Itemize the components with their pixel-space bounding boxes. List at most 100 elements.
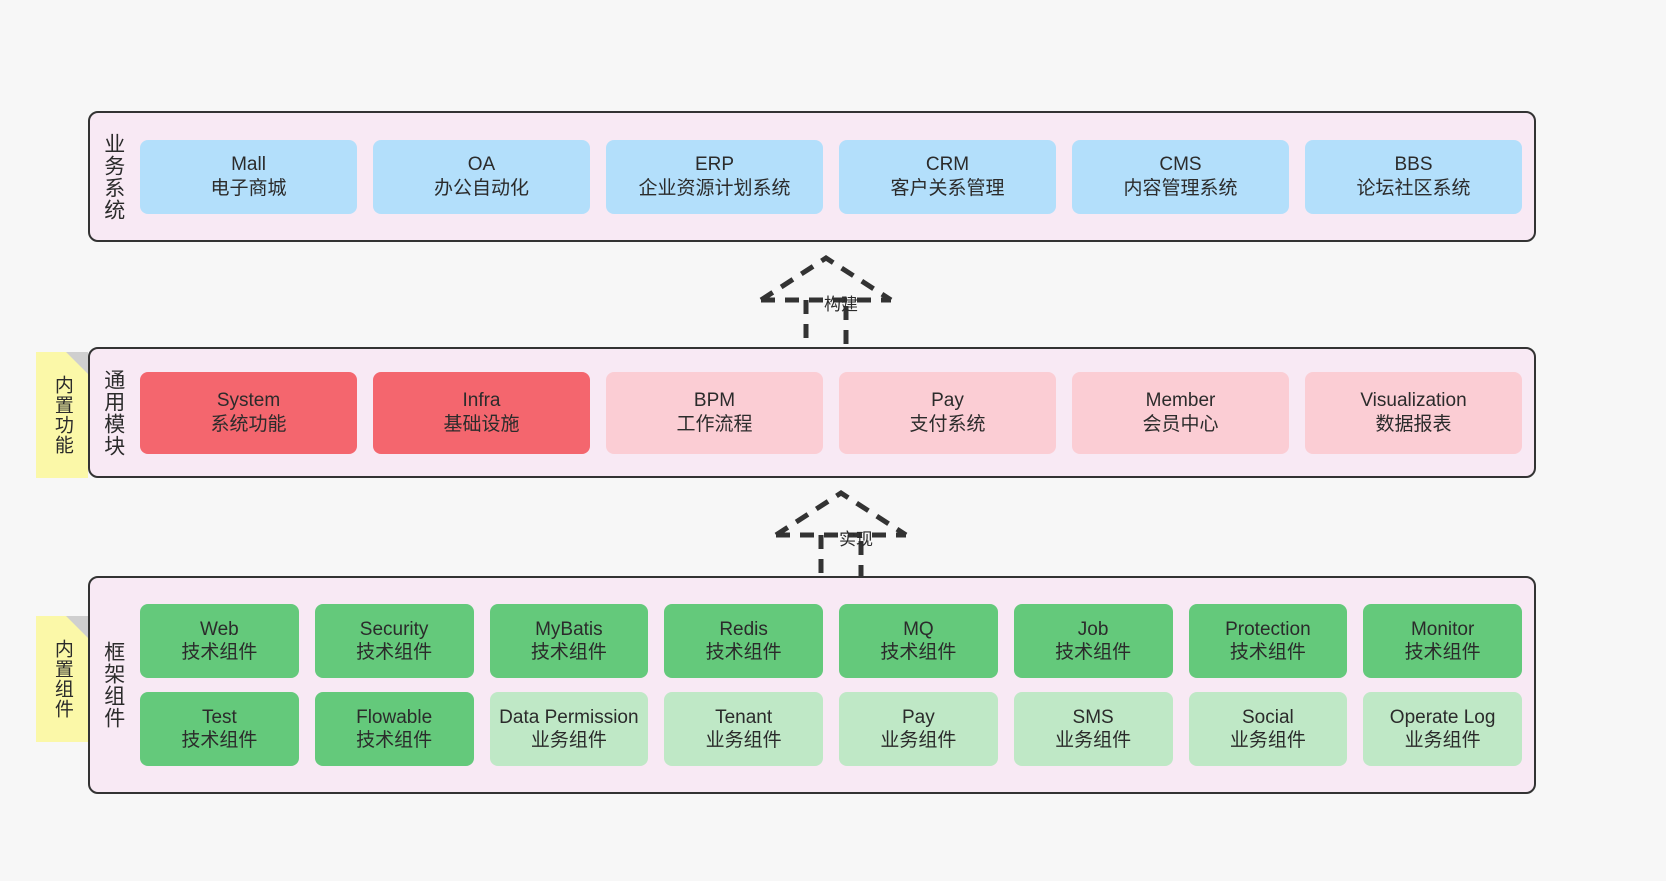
layer-framework-components-title: 框架组件 <box>101 641 125 729</box>
card-redis-cn: 技术组件 <box>705 642 782 663</box>
card-web-cn: 技术组件 <box>181 642 258 663</box>
framework-components-row-1: Web 技术组件 Security 技术组件 MyBatis 技术组件 Redi… <box>140 604 1522 678</box>
card-bbs-cn: 论坛社区系统 <box>1356 177 1471 199</box>
card-crm[interactable]: CRM 客户关系管理 <box>839 139 1056 214</box>
card-pay-component-en: Pay <box>902 706 935 728</box>
card-operate-log[interactable]: Operate Log 业务组件 <box>1363 692 1522 766</box>
card-tenant-cn: 业务组件 <box>705 730 782 751</box>
card-infra[interactable]: Infra 基础设施 <box>373 371 590 454</box>
card-pay-component[interactable]: Pay 业务组件 <box>839 692 998 766</box>
note-builtin-component: 内置组件 <box>36 616 88 742</box>
realize-arrow: 实现 <box>756 487 956 597</box>
card-cms-cn: 内容管理系统 <box>1123 177 1238 199</box>
card-mall[interactable]: Mall 电子商城 <box>140 139 357 214</box>
card-mq-en: MQ <box>903 618 934 640</box>
card-oa-en: OA <box>467 154 496 176</box>
card-security-cn: 技术组件 <box>356 642 433 663</box>
card-protection-cn: 技术组件 <box>1229 642 1306 663</box>
card-job-cn: 技术组件 <box>1055 642 1132 663</box>
card-cms-en: CMS <box>1159 154 1202 176</box>
card-oa-cn: 办公自动化 <box>433 177 529 199</box>
card-member[interactable]: Member 会员中心 <box>1072 371 1289 454</box>
note-builtin-component-text: 内置组件 <box>51 639 73 719</box>
card-bbs-en: BBS <box>1394 154 1433 176</box>
card-operate-log-en: Operate Log <box>1389 706 1496 728</box>
card-mq[interactable]: MQ 技术组件 <box>839 604 998 678</box>
card-pay-component-cn: 业务组件 <box>880 730 957 751</box>
build-arrow-label: 构建 <box>824 295 858 314</box>
business-systems-card-row: Mall 电子商城 OA 办公自动化 ERP 企业资源计划系统 CRM 客户关系… <box>136 113 1534 240</box>
card-tenant[interactable]: Tenant 业务组件 <box>664 692 823 766</box>
card-monitor-en: Monitor <box>1410 618 1475 640</box>
card-flowable[interactable]: Flowable 技术组件 <box>314 692 474 766</box>
card-mybatis-cn: 技术组件 <box>530 642 607 663</box>
card-sms-cn: 业务组件 <box>1055 730 1132 751</box>
card-visualization[interactable]: Visualization 数据报表 <box>1305 371 1522 454</box>
layer-framework-components: 框架组件 Web 技术组件 Security 技术组件 MyBatis 技术组件… <box>88 576 1536 794</box>
card-redis-en: Redis <box>719 618 768 640</box>
realize-arrow-icon <box>774 490 908 588</box>
card-bpm[interactable]: BPM 工作流程 <box>606 371 823 454</box>
card-data-permission[interactable]: Data Permission 业务组件 <box>489 692 649 766</box>
card-social[interactable]: Social 业务组件 <box>1188 692 1348 766</box>
build-arrow: 构建 <box>741 252 941 362</box>
note-fold-icon <box>66 352 88 374</box>
card-erp-en: ERP <box>694 154 735 176</box>
card-monitor[interactable]: Monitor 技术组件 <box>1363 604 1522 678</box>
framework-components-grid: Web 技术组件 Security 技术组件 MyBatis 技术组件 Redi… <box>136 578 1534 792</box>
card-operate-log-cn: 业务组件 <box>1404 730 1481 751</box>
card-data-permission-cn: 业务组件 <box>530 730 607 751</box>
card-sms[interactable]: SMS 业务组件 <box>1013 692 1173 766</box>
card-erp-cn: 企业资源计划系统 <box>638 177 791 199</box>
card-crm-cn: 客户关系管理 <box>890 177 1005 199</box>
layer-common-modules: 通用模块 System 系统功能 Infra 基础设施 BPM 工作流程 Pay… <box>88 347 1536 478</box>
framework-components-row-2: Test 技术组件 Flowable 技术组件 Data Permission … <box>140 692 1522 766</box>
card-flowable-cn: 技术组件 <box>356 730 433 751</box>
card-oa[interactable]: OA 办公自动化 <box>373 139 590 214</box>
card-job-en: Job <box>1077 618 1109 640</box>
card-mall-cn: 电子商城 <box>210 177 287 199</box>
note-builtin-function: 内置功能 <box>36 352 88 478</box>
card-bpm-en: BPM <box>693 390 736 412</box>
card-mybatis-en: MyBatis <box>535 618 603 640</box>
card-infra-cn: 基础设施 <box>443 413 520 435</box>
card-system-cn: 系统功能 <box>210 413 287 435</box>
card-protection-en: Protection <box>1225 618 1311 640</box>
card-pay-module-en: Pay <box>931 390 964 412</box>
card-system-en: System <box>216 390 281 412</box>
card-job[interactable]: Job 技术组件 <box>1013 604 1173 678</box>
card-security[interactable]: Security 技术组件 <box>314 604 474 678</box>
card-infra-en: Infra <box>462 390 501 412</box>
note-builtin-function-text: 内置功能 <box>51 375 73 455</box>
card-visualization-cn: 数据报表 <box>1375 413 1452 435</box>
card-redis[interactable]: Redis 技术组件 <box>664 604 823 678</box>
card-pay-module[interactable]: Pay 支付系统 <box>839 371 1056 454</box>
card-bbs[interactable]: BBS 论坛社区系统 <box>1305 139 1522 214</box>
card-sms-en: SMS <box>1072 706 1114 728</box>
card-protection[interactable]: Protection 技术组件 <box>1188 604 1348 678</box>
card-system[interactable]: System 系统功能 <box>140 371 357 454</box>
card-web[interactable]: Web 技术组件 <box>140 604 299 678</box>
build-arrow-icon <box>759 255 893 353</box>
card-visualization-en: Visualization <box>1360 390 1467 412</box>
card-flowable-en: Flowable <box>356 706 433 728</box>
card-mq-cn: 技术组件 <box>880 642 957 663</box>
realize-arrow-label: 实现 <box>839 530 873 549</box>
card-cms[interactable]: CMS 内容管理系统 <box>1072 139 1289 214</box>
common-modules-card-row: System 系统功能 Infra 基础设施 BPM 工作流程 Pay 支付系统… <box>136 349 1534 476</box>
card-pay-module-cn: 支付系统 <box>909 413 986 435</box>
card-erp[interactable]: ERP 企业资源计划系统 <box>606 139 823 214</box>
card-data-permission-en: Data Permission <box>499 706 639 728</box>
card-test-cn: 技术组件 <box>181 730 258 751</box>
card-mall-en: Mall <box>231 154 266 176</box>
card-tenant-en: Tenant <box>715 706 773 728</box>
card-security-en: Security <box>359 618 429 640</box>
card-social-en: Social <box>1242 706 1294 728</box>
card-member-cn: 会员中心 <box>1142 413 1219 435</box>
card-bpm-cn: 工作流程 <box>676 413 753 435</box>
card-mybatis[interactable]: MyBatis 技术组件 <box>489 604 649 678</box>
layer-business-systems-title: 业务系统 <box>101 132 125 221</box>
card-test[interactable]: Test 技术组件 <box>140 692 299 766</box>
card-social-cn: 业务组件 <box>1229 730 1306 751</box>
